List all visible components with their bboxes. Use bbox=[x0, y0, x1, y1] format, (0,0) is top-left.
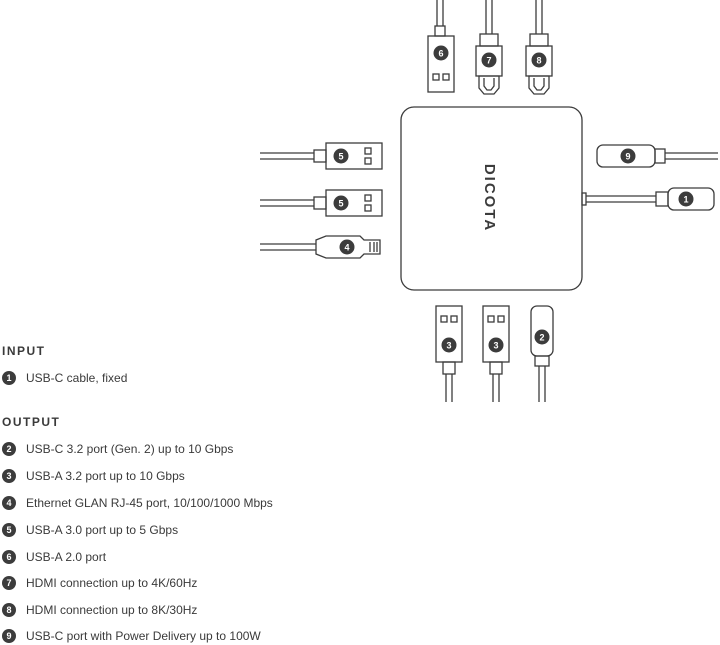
legend-item-output-6: 6 USB-A 2.0 port bbox=[2, 549, 106, 565]
output-section-title: OUTPUT bbox=[2, 415, 61, 429]
connector-6-usb-a bbox=[427, 0, 455, 93]
legend-item-text: USB-A 3.0 port up to 5 Gbps bbox=[26, 523, 179, 537]
legend-item-output-8: 8 HDMI connection up to 8K/30Hz bbox=[2, 602, 197, 618]
legend-item-text: HDMI connection up to 8K/30Hz bbox=[26, 603, 198, 617]
svg-text:4: 4 bbox=[344, 243, 349, 253]
legend-item-input-1: 1 USB-C cable, fixed bbox=[2, 370, 127, 386]
badge-connector-6: 6 bbox=[433, 45, 449, 61]
legend-item-text: HDMI connection up to 4K/60Hz bbox=[26, 576, 198, 590]
legend-number-badge: 4 bbox=[2, 496, 16, 510]
svg-text:7: 7 bbox=[486, 56, 491, 66]
svg-text:6: 6 bbox=[438, 49, 443, 59]
connector-7-hdmi bbox=[475, 0, 503, 95]
legend-number-badge: 5 bbox=[2, 523, 16, 537]
legend-number-badge: 3 bbox=[2, 469, 16, 483]
svg-text:5: 5 bbox=[338, 152, 343, 162]
legend-item-text: USB-A 2.0 port bbox=[26, 550, 107, 564]
svg-text:5: 5 bbox=[338, 199, 343, 209]
connector-9-usb-c bbox=[596, 144, 718, 168]
svg-text:9: 9 bbox=[625, 152, 630, 162]
legend-item-output-5: 5 USB-A 3.0 port up to 5 Gbps bbox=[2, 522, 178, 538]
hub-brand-logo: DICOTA bbox=[481, 164, 498, 232]
connector-2-usb-c bbox=[530, 305, 554, 402]
badge-connector-3-right: 3 bbox=[488, 337, 504, 353]
svg-text:8: 8 bbox=[536, 56, 541, 66]
connector-5-usb-a-upper bbox=[260, 142, 383, 170]
svg-text:3: 3 bbox=[446, 341, 451, 351]
legend-item-output-7: 7 HDMI connection up to 4K/60Hz bbox=[2, 575, 197, 591]
connector-4-rj45 bbox=[260, 235, 381, 259]
badge-connector-9: 9 bbox=[620, 148, 636, 164]
badge-connector-7: 7 bbox=[481, 52, 497, 68]
legend-number-badge: 8 bbox=[2, 603, 16, 617]
legend-number-badge: 1 bbox=[2, 371, 16, 385]
legend-item-text: Ethernet GLAN RJ-45 port, 10/100/1000 Mb… bbox=[26, 496, 273, 510]
badge-connector-3-left: 3 bbox=[441, 337, 457, 353]
connector-3-usb-a-right bbox=[482, 305, 510, 402]
legend-item-output-2: 2 USB-C 3.2 port (Gen. 2) up to 10 Gbps bbox=[2, 441, 233, 457]
connector-8-hdmi bbox=[525, 0, 553, 95]
legend-number-badge: 2 bbox=[2, 442, 16, 456]
legend-item-text: USB-A 3.2 port up to 10 Gbps bbox=[26, 469, 185, 483]
badge-connector-5-lower: 5 bbox=[333, 195, 349, 211]
legend-item-output-9: 9 USB-C port with Power Delivery up to 1… bbox=[2, 628, 261, 644]
svg-text:1: 1 bbox=[683, 195, 688, 205]
badge-connector-1: 1 bbox=[678, 191, 694, 207]
legend-item-output-3: 3 USB-A 3.2 port up to 10 Gbps bbox=[2, 468, 185, 484]
legend-item-output-4: 4 Ethernet GLAN RJ-45 port, 10/100/1000 … bbox=[2, 495, 273, 511]
legend-item-text: USB-C cable, fixed bbox=[26, 371, 128, 385]
badge-connector-8: 8 bbox=[531, 52, 547, 68]
svg-text:2: 2 bbox=[539, 333, 544, 343]
legend-number-badge: 9 bbox=[2, 629, 16, 643]
input-section-title: INPUT bbox=[2, 344, 46, 358]
badge-connector-4: 4 bbox=[339, 239, 355, 255]
svg-text:3: 3 bbox=[493, 341, 498, 351]
badge-connector-5-upper: 5 bbox=[333, 148, 349, 164]
connector-1-usb-c-cable bbox=[581, 187, 715, 211]
legend-number-badge: 7 bbox=[2, 576, 16, 590]
legend-number-badge: 6 bbox=[2, 550, 16, 564]
connector-3-usb-a-left bbox=[435, 305, 463, 402]
connector-5-usb-a-lower bbox=[260, 189, 383, 217]
legend-item-text: USB-C port with Power Delivery up to 100… bbox=[26, 629, 261, 643]
legend-item-text: USB-C 3.2 port (Gen. 2) up to 10 Gbps bbox=[26, 442, 234, 456]
badge-connector-2: 2 bbox=[534, 329, 550, 345]
